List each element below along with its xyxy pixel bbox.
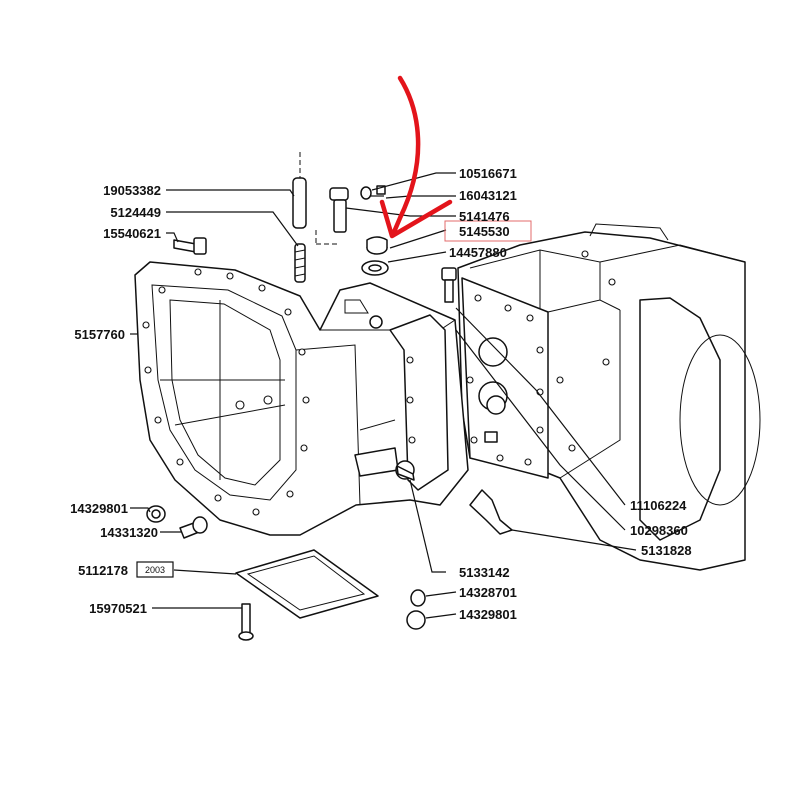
part-labels: 19053382 5124449 15540621 5157760 143298… [70, 166, 691, 622]
spring-pin-5124449 [294, 243, 306, 283]
label-10516671: 10516671 [459, 166, 517, 181]
dowel-19053382 [292, 152, 307, 229]
bracket-5131828 [469, 489, 513, 535]
cover-plate-5112178 [235, 549, 379, 619]
highlight-box [444, 220, 532, 242]
fitting-5141476 [315, 187, 349, 245]
bolt-15970521 [238, 603, 254, 641]
label-5133142: 5133142 [459, 565, 510, 580]
label-5145530: 5145530 [459, 224, 510, 239]
label-16043121: 16043121 [459, 188, 517, 203]
case-bolt-holes [142, 268, 416, 516]
label-10298360: 10298360 [630, 523, 688, 538]
seal-14457880 [361, 260, 389, 276]
fitting-14331320 [179, 516, 208, 539]
housing-bolt-holes [466, 250, 616, 466]
cup-14329801-left [146, 505, 166, 523]
label-5157760: 5157760 [74, 327, 125, 342]
plug-14328701 [410, 589, 426, 607]
bolt-right-top [441, 267, 457, 303]
main-case [134, 261, 469, 536]
label-15540621: 15540621 [103, 226, 161, 241]
red-arrow-annotation [379, 75, 453, 239]
leader-lines [130, 172, 637, 619]
label-5141476: 5141476 [459, 209, 510, 224]
label-14328701: 14328701 [459, 585, 517, 600]
washer-10516671 [360, 186, 372, 200]
bolt-15540621 [173, 237, 207, 255]
plug-14329801-right [406, 610, 426, 630]
year-badge: 2003 [136, 561, 174, 578]
year-badge-text: 2003 [145, 565, 165, 575]
label-5112178: 5112178 [78, 563, 128, 578]
label-5124449: 5124449 [110, 205, 161, 220]
plug-5145530 [366, 236, 388, 255]
label-14329801-left: 14329801 [70, 501, 128, 516]
label-15970521: 15970521 [89, 601, 147, 616]
label-5131828: 5131828 [641, 543, 692, 558]
rear-housing [457, 223, 761, 571]
label-14331320: 14331320 [100, 525, 158, 540]
screw-16043121 [370, 185, 386, 197]
bush-5133142 [395, 460, 415, 481]
label-19053382: 19053382 [103, 183, 161, 198]
label-14457880: 14457880 [449, 245, 507, 260]
label-11106224: 11106224 [630, 498, 687, 513]
label-14329801-right: 14329801 [459, 607, 517, 622]
